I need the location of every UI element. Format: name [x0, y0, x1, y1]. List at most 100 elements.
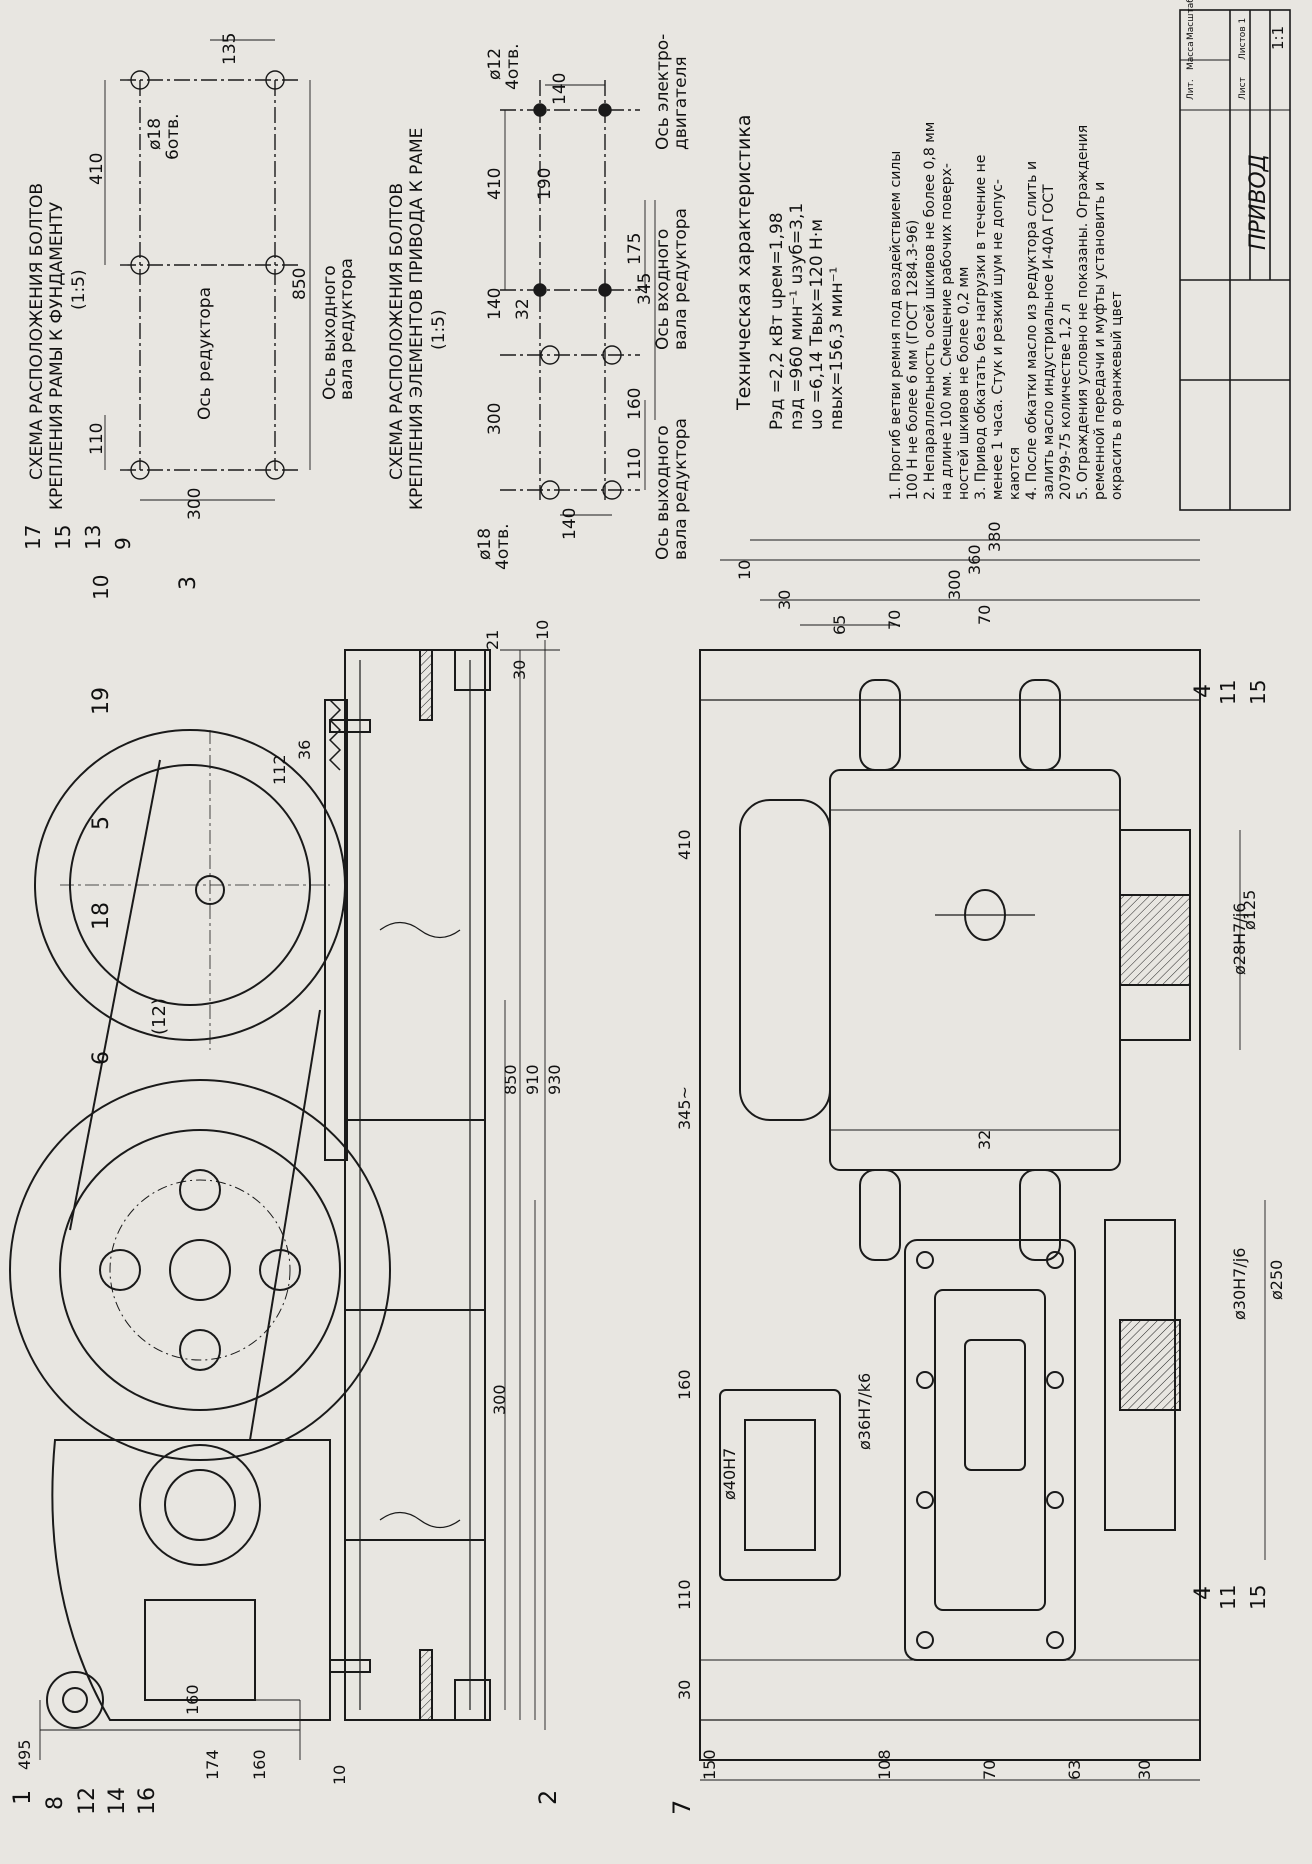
scheme2-axis-motor-2: двигателя [671, 56, 691, 150]
dim-150: 150 [700, 1749, 719, 1780]
callout-9: 9 [111, 537, 135, 550]
callout-19: 19 [89, 687, 114, 715]
plan-view-dims: 150 108 70 63 30 30 110 160 345~ 410 32 … [675, 521, 1286, 1780]
callout-11-bottom-2: 11 [1216, 1585, 1240, 1610]
callout-12: 12 [75, 1787, 100, 1815]
scheme1-dim-110: 110 [87, 423, 107, 455]
title-block-scale: 1:1 [1269, 26, 1287, 50]
specs-line-2: nэд =960 мин⁻¹ uзуб=3,1 [787, 203, 807, 430]
scheme2-dim-410: 410 [485, 168, 505, 200]
note-line: 2. Непараллельность осей шкивов не более… [922, 122, 938, 500]
dim-10: 10 [330, 1765, 349, 1785]
callout-14: 14 [105, 1787, 130, 1815]
dim-30: 30 [1135, 1760, 1154, 1780]
dim-345: 345~ [675, 1086, 694, 1130]
scheme2-dim-140a: 140 [550, 73, 570, 105]
belt-span-label: (12) [149, 998, 170, 1035]
callout-2: 2 [534, 1790, 562, 1805]
scheme2-title-2: КРЕПЛЕНИЯ ЭЛЕМЕНТОВ ПРИВОДА К РАМЕ [407, 128, 427, 510]
hole [130, 460, 150, 480]
scheme2-dim-190: 190 [535, 168, 555, 200]
dim-410: 410 [675, 829, 694, 860]
title-block-col-2: Масса [1186, 41, 1196, 70]
motor-fan-cover [739, 799, 831, 1121]
hole [265, 255, 285, 275]
callout-8: 8 [43, 1796, 68, 1810]
reducer-pulley [9, 1079, 391, 1461]
reducer-housing [51, 1439, 331, 1721]
motor-slot-1 [859, 679, 901, 771]
hole [130, 70, 150, 90]
scheme2-holes-bottom-dia: ø18 [475, 528, 495, 560]
scheme1-axis-reducer: Ось редуктора [195, 287, 215, 420]
dim-160: 160 [183, 1684, 202, 1715]
callout-3: 3 [176, 576, 201, 590]
front-view-dims: 495 160 174 160 10 300 850 910 930 30 21… [15, 620, 564, 1785]
dim-910: 910 [523, 1064, 542, 1095]
scheme-drive-to-frame [500, 80, 656, 516]
scheme2-axis-output-2: вала редуктора [671, 418, 691, 560]
callout-5: 5 [89, 816, 114, 830]
callout-15-bottom-2: 15 [1246, 1585, 1270, 1610]
dim-36: 36 [295, 740, 314, 760]
dim-70b: 70 [885, 610, 904, 630]
note-line: 4. После обкатки масло из редуктора слит… [1024, 161, 1040, 500]
dim-112: 112 [270, 754, 289, 785]
scheme2-holes-bottom-count: 4отв. [493, 523, 513, 570]
scheme1-title-2: КРЕПЛЕНИЯ РАМЫ К ФУНДАМЕНТУ [47, 201, 67, 510]
scheme1-dim-850: 850 [290, 268, 310, 300]
scheme2-axis-input-1: Ось входного [653, 229, 673, 350]
scheme1-title-3: (1:5) [69, 269, 89, 310]
scheme2-axis-output-1: Ось выходного [653, 425, 673, 560]
front-view [9, 640, 560, 1760]
dim-300: 300 [490, 1384, 509, 1415]
hole [130, 255, 150, 275]
fit-30: ø30H7/j6 [1230, 1248, 1249, 1320]
specs-line-4: nвых=156,3 мин⁻¹ [827, 267, 847, 430]
scheme2-dim-175: 175 [625, 233, 645, 265]
note-line: на длине 100 мм. Смещение рабочих поверх… [939, 163, 955, 500]
scheme2-title-1: СХЕМА РАСПОЛОЖЕНИЯ БОЛТОВ [387, 183, 407, 480]
fit-125: ø125 [1240, 890, 1259, 930]
note-line: каются [1007, 447, 1023, 500]
scheme1-holes-dia: ø18 [145, 118, 165, 150]
scheme2-holes-top-dia: ø12 [485, 48, 505, 80]
dim-174: 174 [203, 1749, 222, 1780]
scheme2-title-3: (1:5) [429, 309, 449, 350]
scheme-frame-to-foundation [104, 39, 311, 501]
dim-21: 21 [483, 630, 502, 650]
dim-495: 495 [15, 1739, 34, 1770]
scheme2-holes-top-count: 4отв. [503, 43, 523, 90]
title-block-col-1: Лит. [1186, 79, 1196, 100]
scheme2-dim-300: 300 [485, 403, 505, 435]
fit-250: ø250 [1267, 1260, 1286, 1300]
belt-lower [249, 1009, 321, 1441]
scheme1-axis-output-1: Ось выходного [320, 265, 340, 400]
dim-360: 360 [965, 544, 984, 575]
dim-108: 108 [875, 1749, 894, 1780]
dim-70: 70 [980, 1760, 999, 1780]
dim-65: 65 [830, 615, 849, 635]
callout-10: 10 [89, 575, 113, 600]
coupling [719, 1389, 841, 1581]
note-line: менее 1 часа. Стук и резкий шум не допус… [990, 179, 1006, 500]
note-line: 20799-75 количестве 1,2 л [1058, 303, 1074, 500]
callout-16: 16 [135, 1787, 160, 1815]
dim-30b: 30 [675, 1680, 694, 1700]
motor-slot-4 [1019, 1169, 1061, 1261]
hole [265, 460, 285, 480]
specs-heading: Техническая характеристика [733, 115, 755, 411]
scheme1-dim-300: 300 [185, 488, 205, 520]
note-line: окрасить в оранжевый цвет [1109, 291, 1125, 500]
frame-foot-top [454, 649, 491, 691]
hole [265, 70, 285, 90]
callout-13: 13 [81, 525, 105, 550]
dim-70c: 70 [975, 605, 994, 625]
motor-pulley [34, 729, 346, 1041]
scheme1-title-1: СХЕМА РАСПОЛОЖЕНИЯ БОЛТОВ [27, 183, 47, 480]
scheme1-holes-count: 6отв. [163, 113, 183, 160]
title-block [1179, 9, 1291, 511]
scheme1-axis-output-2: вала редуктора [337, 258, 357, 400]
title-block-col-3: Масштаб [1186, 0, 1196, 40]
specs-block: Техническая характеристика Pэд =2,2 кВт … [733, 115, 847, 430]
